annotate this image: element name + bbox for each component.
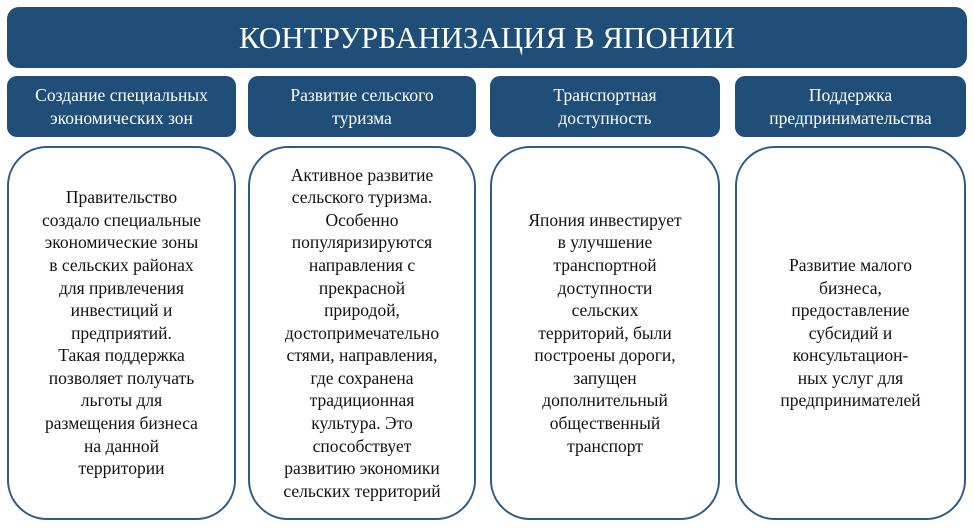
description-rural-tourism: Активное развитие сельского туризма. Осо… xyxy=(248,146,476,520)
header-special-economic-zones: Создание специальных экономических зон xyxy=(7,76,236,137)
diagram-title: КОНТРУРБАНИЗАЦИЯ В ЯПОНИИ xyxy=(7,7,967,68)
description-special-economic-zones: Правительство создало специальные эконом… xyxy=(7,146,236,520)
header-rural-tourism: Развитие сельского туризма xyxy=(248,76,476,137)
header-transport-accessibility: Транспортная доступность xyxy=(490,76,720,137)
header-entrepreneurship-support: Поддержка предпринимательства xyxy=(735,76,966,137)
description-entrepreneurship-support: Развитие малого бизнеса, предоставление … xyxy=(735,146,966,520)
description-transport-accessibility: Япония инвестирует в улучшение транспорт… xyxy=(490,146,720,520)
